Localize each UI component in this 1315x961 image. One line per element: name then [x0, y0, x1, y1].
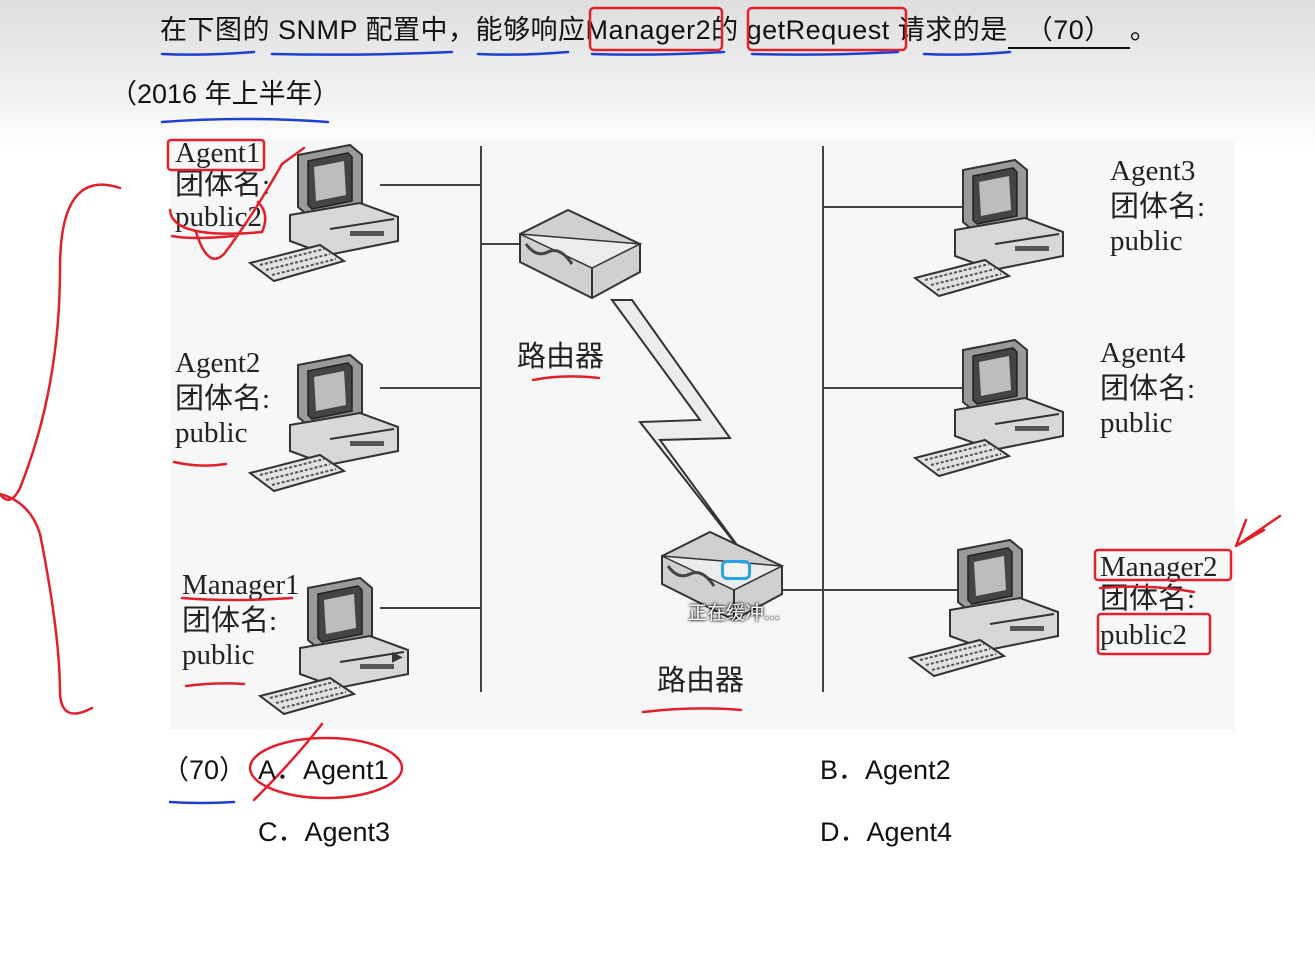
- option-c[interactable]: C．Agent3: [258, 817, 391, 847]
- agent1-community-label: 团体名:: [175, 168, 270, 201]
- agent4-community-label: 团体名:: [1100, 372, 1195, 405]
- buffering-tv-icon: [721, 560, 751, 580]
- blue-annotations: [160, 50, 1012, 805]
- agent1-community: public2: [175, 201, 262, 233]
- question-mid1: 的: [711, 15, 739, 45]
- question-blank: （70）: [1007, 13, 1130, 49]
- agent2-community-label: 团体名:: [175, 382, 270, 415]
- question-number: （70）: [162, 755, 247, 785]
- question-text: 在下图的 SNMP 配置中，能够响应Manager2的 getRequest 请…: [160, 8, 1157, 49]
- agent3-community-label: 团体名:: [1110, 190, 1205, 223]
- agent2-community: public: [175, 417, 248, 449]
- router-bottom-label: 路由器: [657, 664, 744, 697]
- option-b[interactable]: B．Agent2: [820, 755, 951, 785]
- exam-year: （2016 年上半年）: [110, 79, 340, 109]
- manager1-community: public: [182, 639, 255, 671]
- mouse-cursor-icon: ▶: [392, 648, 403, 664]
- manager2-community: public2: [1100, 619, 1187, 651]
- option-d[interactable]: D．Agent4: [820, 817, 953, 847]
- question-request: getRequest: [746, 15, 890, 45]
- agent4-name: Agent4: [1100, 337, 1186, 369]
- red-annotations: [0, 6, 1282, 802]
- question-manager: Manager2: [585, 15, 712, 45]
- agent3-community: public: [1110, 225, 1183, 257]
- option-a[interactable]: A．Agent1: [258, 755, 389, 785]
- question-prefix: 在下图的 SNMP 配置中，能够响应: [160, 15, 586, 45]
- agent4-community: public: [1100, 407, 1173, 439]
- agent2-name: Agent2: [175, 347, 260, 379]
- agent3-name: Agent3: [1110, 155, 1195, 187]
- buffering-status: 正在缓冲...: [688, 603, 780, 624]
- question-mid2: 请求的是: [897, 15, 1008, 45]
- manager1-community-label: 团体名:: [182, 604, 277, 637]
- router-top-label: 路由器: [517, 340, 604, 373]
- question-end: 。: [1129, 15, 1158, 45]
- agent1-name: Agent1: [175, 137, 260, 169]
- manager2-name: Manager2: [1100, 551, 1218, 583]
- manager1-name: Manager1: [182, 569, 300, 601]
